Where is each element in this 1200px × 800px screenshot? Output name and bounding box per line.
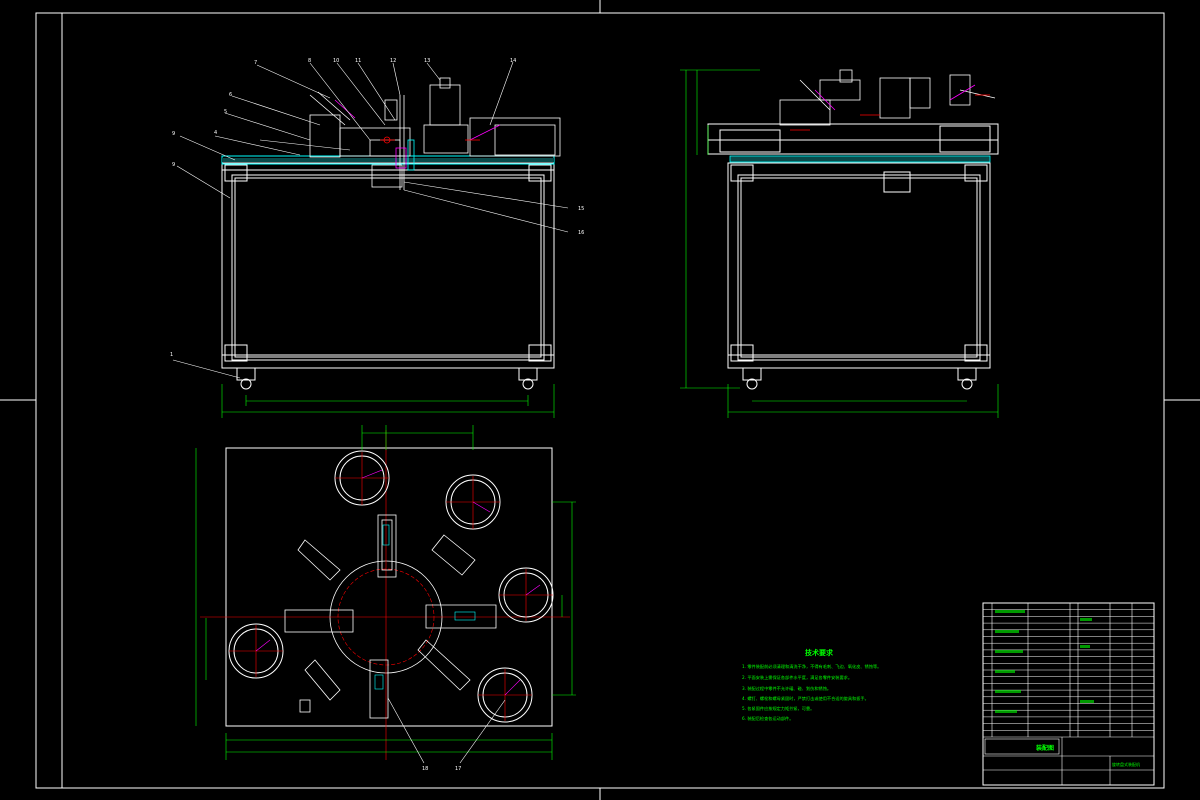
callout-4: 4 [214,130,217,136]
machine-name: 旋转盘式装配机 [1112,761,1140,767]
callout-6: 6 [229,92,232,98]
tech-req-item-2: 2. 平面安装上需保证各部件水平度，满足各零件安装要求。 [742,674,852,681]
callout-16: 16 [578,230,584,236]
callout-9: 9 [172,131,175,137]
callout-13: 13 [424,58,430,64]
assembly-name: 装配图 [1035,744,1054,752]
inner-frame [61,12,1165,789]
callout-1: 1 [170,352,173,358]
callout-9b: 9 [172,162,175,168]
callout-17: 17 [455,766,461,772]
front-view: 1 9 9 4 5 6 7 8 10 11 12 13 14 15 16 [170,58,584,418]
callout-15: 15 [578,206,584,212]
tech-req-item-3: 3. 装配过程中零件不允许磕、碰、划伤和锈蚀。 [742,685,831,692]
tech-req-item-5: 5. 各紧固件应按规定力矩拧紧，可靠。 [742,705,814,712]
callout-10: 10 [333,58,339,64]
title-block: 装配图 旋转盘式装配机 [982,602,1155,786]
callout-11: 11 [355,58,361,64]
callout-12: 12 [390,58,396,64]
callout-8: 8 [308,58,311,64]
top-view: 18 17 [195,425,576,772]
technical-requirements: 技术要求 1. 零件装配前必须清理和清洗干净，不得有毛刺、飞边、氧化皮、锈蚀等。… [742,648,881,722]
callout-14: 14 [510,58,516,64]
tech-req-item-4: 4. 螺钉、螺栓和螺母紧固时，严禁打击或使用不合适的旋具和扳手。 [742,695,869,702]
tech-req-item-1: 1. 零件装配前必须清理和清洗干净，不得有毛刺、飞边、氧化皮、锈蚀等。 [742,663,881,670]
tech-req-title: 技术要求 [805,648,834,657]
callout-7: 7 [254,60,257,66]
side-view [680,69,999,418]
callout-5: 5 [224,109,227,115]
tech-req-item-6: 6. 装配后检查各运动部件。 [742,715,793,722]
callout-18: 18 [422,766,428,772]
